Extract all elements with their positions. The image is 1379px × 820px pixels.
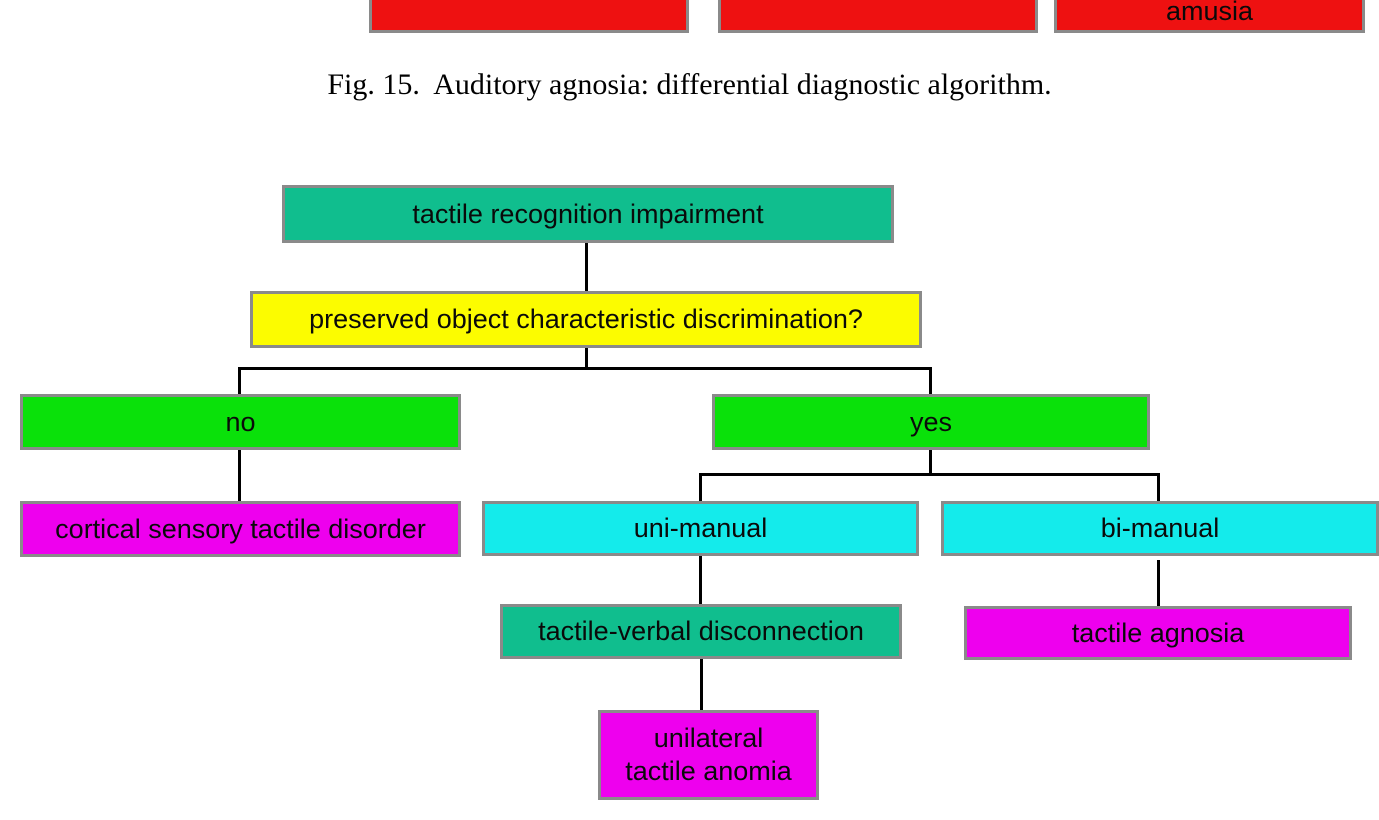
connector-drop-no [238,367,241,394]
connector-drop-uni [699,473,702,501]
node-bi-manual: bi-manual [941,501,1379,556]
connector-uni-tvd [699,556,702,604]
connector-root-question [585,243,588,291]
connector-tvd-uta [700,659,703,710]
node-tactile-verbal-disconnection: tactile-verbal disconnection [500,604,902,659]
clipped-red-box-2 [718,0,1038,33]
node-no: no [20,394,461,450]
connector-branch-no-yes [238,367,932,370]
node-preserved-object-characteristic-discrimination: preserved object characteristic discrimi… [250,291,922,348]
connector-question-stem [585,348,588,369]
connector-bi-ta [1157,560,1160,606]
clipped-red-box-amusia: amusia [1054,0,1365,33]
connector-no-cortical [238,450,241,501]
connector-drop-bi [1157,473,1160,501]
connector-drop-yes [929,367,932,394]
node-cortical-sensory-tactile-disorder: cortical sensory tactile disorder [20,501,461,557]
clipped-red-box-1 [369,0,689,33]
node-unilateral-tactile-anomia: unilateral tactile anomia [598,710,819,800]
node-tactile-agnosia: tactile agnosia [964,606,1352,660]
node-yes: yes [712,394,1150,450]
connector-yes-stem [929,450,932,475]
figure-caption: Fig. 15. Auditory agnosia: differential … [327,68,1052,101]
node-tactile-recognition-impairment: tactile recognition impairment [282,185,894,243]
node-uni-manual: uni-manual [482,501,919,556]
connector-branch-uni-bi [699,473,1160,476]
